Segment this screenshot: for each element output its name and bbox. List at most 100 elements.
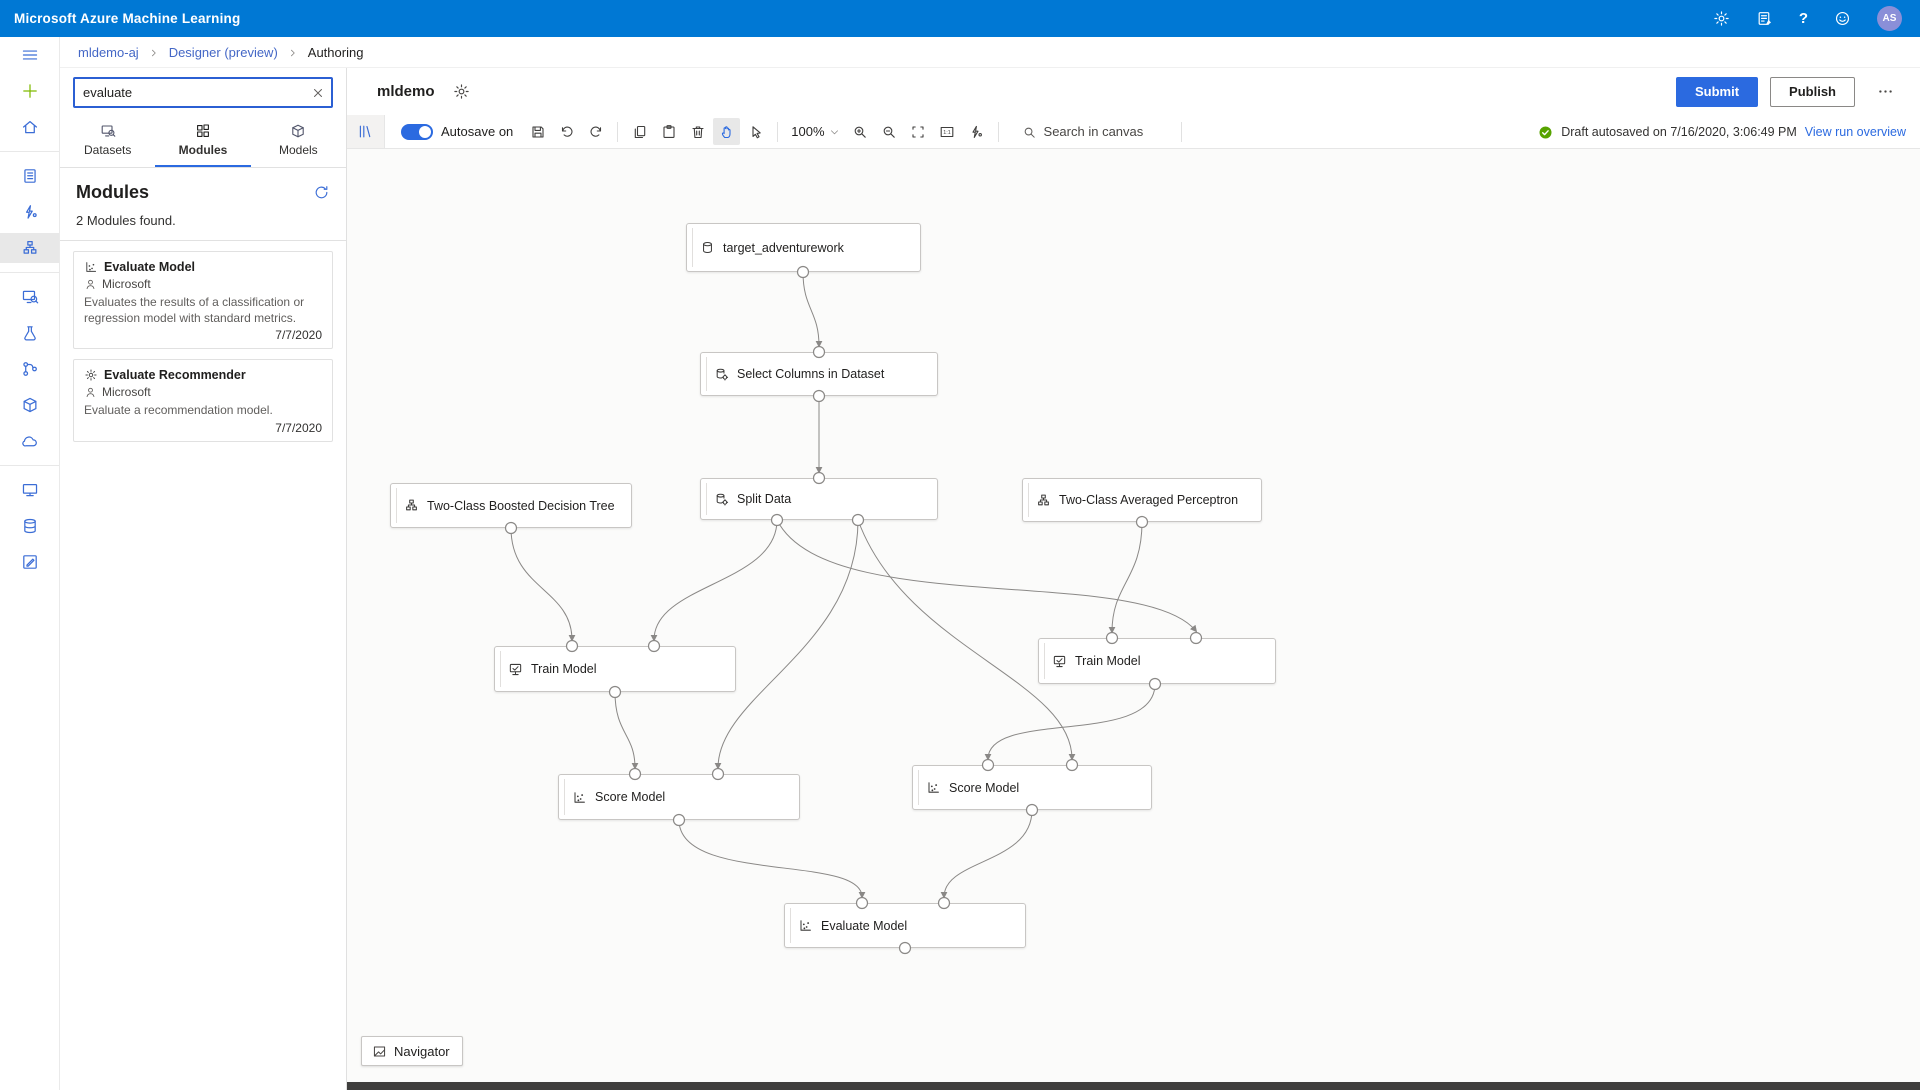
node-label: Train Model [531, 662, 597, 676]
node-boosted-tree[interactable]: Two-Class Boosted Decision Tree [390, 483, 632, 528]
node-target-adventurework[interactable]: target_adventurework [686, 223, 921, 272]
delete-button[interactable] [684, 118, 711, 145]
module-description: Evaluates the results of a classificatio… [84, 295, 305, 326]
horizontal-scrollbar[interactable] [347, 1082, 1920, 1090]
copy-icon [634, 125, 646, 138]
pipelines-icon [22, 362, 37, 376]
help-icon[interactable]: ? [1798, 10, 1808, 27]
canvas-toolbar: Autosave on 100% 1:1 Draft autosaved on … [347, 115, 1920, 149]
paste-button[interactable] [655, 118, 682, 145]
undo-button[interactable] [553, 118, 580, 145]
tab-modules[interactable]: Modules [155, 116, 251, 167]
tab-datasets[interactable]: Datasets [60, 116, 155, 167]
zoom-out-button[interactable] [876, 118, 903, 145]
node-label: target_adventurework [723, 240, 844, 255]
sidebar-item-pipelines[interactable] [0, 354, 59, 384]
refresh-icon[interactable] [313, 184, 330, 201]
module-library-button[interactable] [347, 115, 385, 148]
sidebar-item-designer[interactable] [0, 233, 59, 263]
sidebar-item-datasets[interactable] [0, 282, 59, 312]
sparkle-icon [85, 369, 97, 381]
sidebar-item-datastores[interactable] [0, 511, 59, 541]
sidebar-item-automated-ml[interactable] [0, 197, 59, 227]
trash-icon [692, 125, 704, 138]
sidebar-item-endpoints[interactable] [0, 426, 59, 456]
automl-icon [25, 205, 37, 219]
select-tool-button[interactable] [742, 118, 769, 145]
database-gear-icon [716, 368, 729, 380]
zoom-in-button[interactable] [847, 118, 874, 145]
person-icon [86, 279, 95, 289]
tab-label: Models [278, 143, 318, 157]
tab-models[interactable]: Models [251, 116, 346, 167]
sidebar-item-menu[interactable] [0, 40, 59, 70]
chevron-down-icon [830, 130, 838, 135]
avatar[interactable]: AS [1877, 6, 1902, 31]
sidebar-item-home[interactable] [0, 112, 59, 142]
feedback-icon[interactable] [1756, 10, 1773, 27]
sidebar-item-notebooks[interactable] [0, 161, 59, 191]
publish-button[interactable]: Publish [1770, 76, 1855, 107]
scatter-icon [574, 791, 585, 803]
copy-button[interactable] [626, 118, 653, 145]
module-search-input[interactable] [75, 85, 311, 100]
edge [678, 819, 866, 899]
view-run-overview-link[interactable]: View run overview [1804, 124, 1906, 139]
module-description: Evaluate a recommendation model. [84, 403, 273, 418]
home-icon [22, 120, 37, 134]
zoom-out-icon [883, 126, 895, 138]
navigator-button[interactable]: Navigator [361, 1036, 463, 1066]
redo-button[interactable] [582, 118, 609, 145]
algorithm-icon [406, 499, 417, 511]
database-gear-icon [716, 493, 729, 505]
node-evaluate-model[interactable]: Evaluate Model [784, 903, 1026, 948]
breadcrumb-item-1[interactable]: mldemo-aj [78, 44, 139, 60]
breadcrumb-item-2[interactable]: Designer (preview) [168, 44, 278, 60]
clear-search-icon[interactable] [311, 86, 325, 100]
edge [614, 691, 639, 770]
module-publisher: Microsoft [102, 277, 151, 291]
node-score-left[interactable]: Score Model [558, 774, 800, 820]
sidebar-item-models[interactable] [0, 390, 59, 420]
zoom-level-control[interactable]: 100% [791, 124, 839, 139]
zoom-value: 100% [791, 124, 825, 139]
sidebar-item-data-labeling[interactable] [0, 547, 59, 577]
search-icon [1024, 127, 1035, 138]
more-options-icon[interactable] [1867, 83, 1904, 100]
module-search-box [73, 77, 333, 108]
settings-icon[interactable] [1713, 10, 1730, 27]
sidebar-item-experiments[interactable] [0, 318, 59, 348]
node-train-right[interactable]: Train Model [1038, 638, 1276, 684]
svg-text:1:1: 1:1 [943, 130, 951, 136]
auto-layout-button[interactable] [963, 118, 990, 145]
sidebar-item-compute[interactable] [0, 475, 59, 505]
node-score-right[interactable]: Score Model [912, 765, 1152, 810]
feedback-icon [1758, 12, 1771, 25]
canvas-search [1022, 123, 1174, 139]
autosave-toggle[interactable] [401, 123, 433, 140]
navigator-icon [373, 1046, 386, 1057]
save-button[interactable] [524, 118, 551, 145]
node-train-left[interactable]: Train Model [494, 646, 736, 692]
compute-icon [22, 483, 37, 497]
node-label: Score Model [595, 790, 666, 804]
submit-button[interactable]: Submit [1675, 76, 1759, 107]
node-split-data[interactable]: Split Data [700, 478, 938, 520]
pan-tool-button[interactable] [713, 118, 741, 145]
breadcrumb-separator-icon [288, 45, 298, 60]
edge [1108, 521, 1143, 634]
node-perceptron[interactable]: Two-Class Averaged Perceptron [1022, 478, 1262, 522]
pipeline-settings-icon[interactable] [453, 83, 470, 100]
canvas-search-input[interactable] [1043, 124, 1174, 139]
navigator-label: Navigator [394, 1043, 450, 1059]
sidebar-item-new[interactable] [0, 76, 59, 106]
edge [714, 519, 859, 770]
actual-size-button[interactable]: 1:1 [934, 118, 961, 145]
smiley-icon[interactable] [1834, 10, 1851, 27]
fit-to-screen-button[interactable] [905, 118, 932, 145]
algorithm-icon [1038, 494, 1049, 505]
node-select-columns[interactable]: Select Columns in Dataset [700, 352, 938, 396]
